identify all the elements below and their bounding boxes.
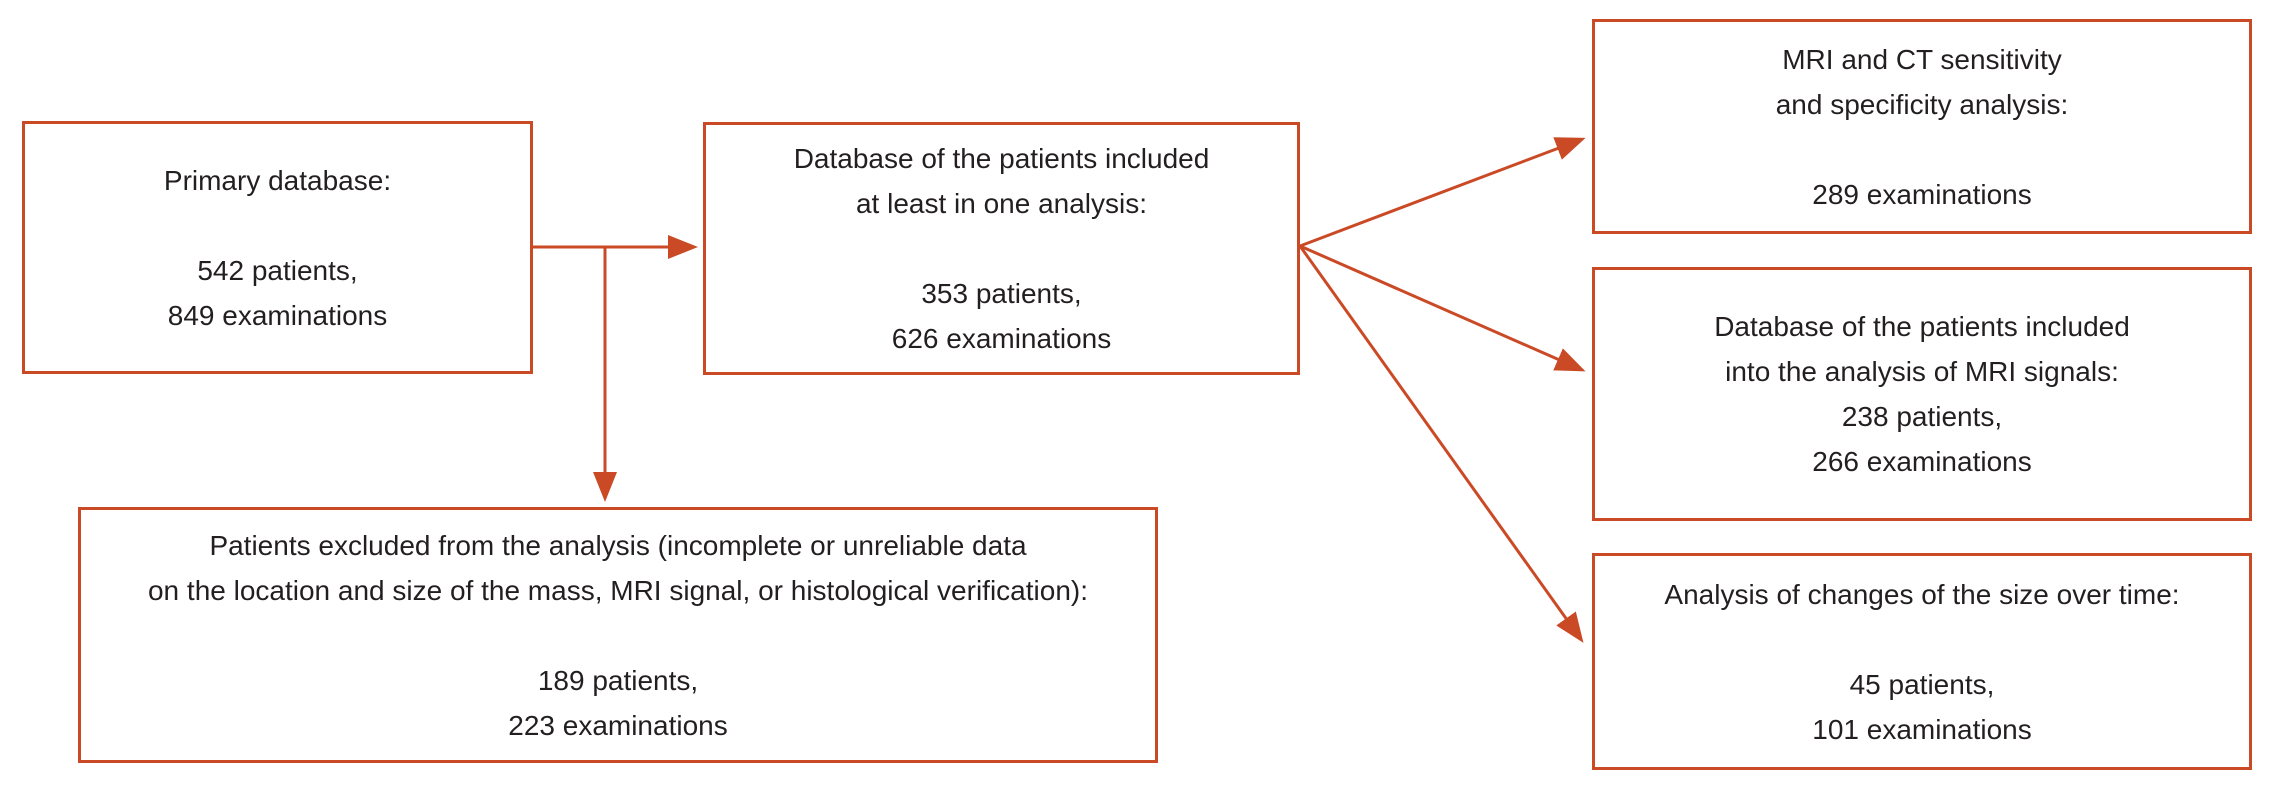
box-line: 223 examinations bbox=[508, 709, 728, 741]
box-line: into the analysis of MRI signals: bbox=[1725, 356, 2119, 387]
box-line: 353 patients, bbox=[921, 278, 1082, 309]
box-line bbox=[706, 226, 1297, 271]
box-line: Analysis of changes of the size over tim… bbox=[1664, 578, 2180, 610]
box-line: 189 patients, bbox=[537, 664, 699, 696]
box-line bbox=[1595, 617, 2249, 662]
box-line: on the location and size of the mass, MR… bbox=[147, 574, 1088, 606]
box-line: 289 examinations bbox=[1812, 178, 2032, 210]
mri-signals-analysis-box: Database of the patients included into t… bbox=[1592, 267, 2252, 521]
box-line bbox=[1595, 127, 2249, 172]
excluded-patients-box: Patients excluded from the analysis (inc… bbox=[78, 507, 1158, 763]
arrow-included-to-size-time bbox=[1298, 245, 1584, 643]
box-line: at least in one analysis: bbox=[855, 188, 1148, 219]
box-line: Patients excluded from the analysis (inc… bbox=[209, 529, 1027, 561]
arrow-included-to-sensitivity bbox=[1299, 137, 1586, 248]
box-line: 626 examinations bbox=[891, 323, 1112, 354]
primary-database-box: Primary database: 542 patients, 849 exam… bbox=[22, 121, 533, 374]
arrow-included-to-mri-signals bbox=[1299, 244, 1586, 372]
box-line: Database of the patients included bbox=[793, 143, 1210, 174]
box-line bbox=[25, 203, 530, 248]
box-line: and specificity analysis: bbox=[1775, 88, 2069, 120]
included-patients-box: Database of the patients included at lea… bbox=[703, 122, 1300, 375]
size-over-time-analysis-box: Analysis of changes of the size over tim… bbox=[1592, 553, 2252, 770]
box-line bbox=[81, 613, 1155, 658]
box-line: 101 examinations bbox=[1812, 713, 2032, 745]
box-line: 542 patients, bbox=[197, 254, 358, 286]
box-line: Database of the patients included bbox=[1714, 311, 2130, 342]
box-line: 849 examinations bbox=[167, 299, 388, 331]
box-line: Primary database: bbox=[163, 164, 392, 196]
sensitivity-analysis-box: MRI and CT sensitivity and specificity a… bbox=[1592, 19, 2252, 234]
box-line: MRI and CT sensitivity bbox=[1782, 43, 2062, 75]
box-line: 238 patients, bbox=[1841, 401, 2003, 432]
box-line: 266 examinations bbox=[1812, 446, 2032, 477]
box-line: 45 patients, bbox=[1849, 668, 1995, 700]
